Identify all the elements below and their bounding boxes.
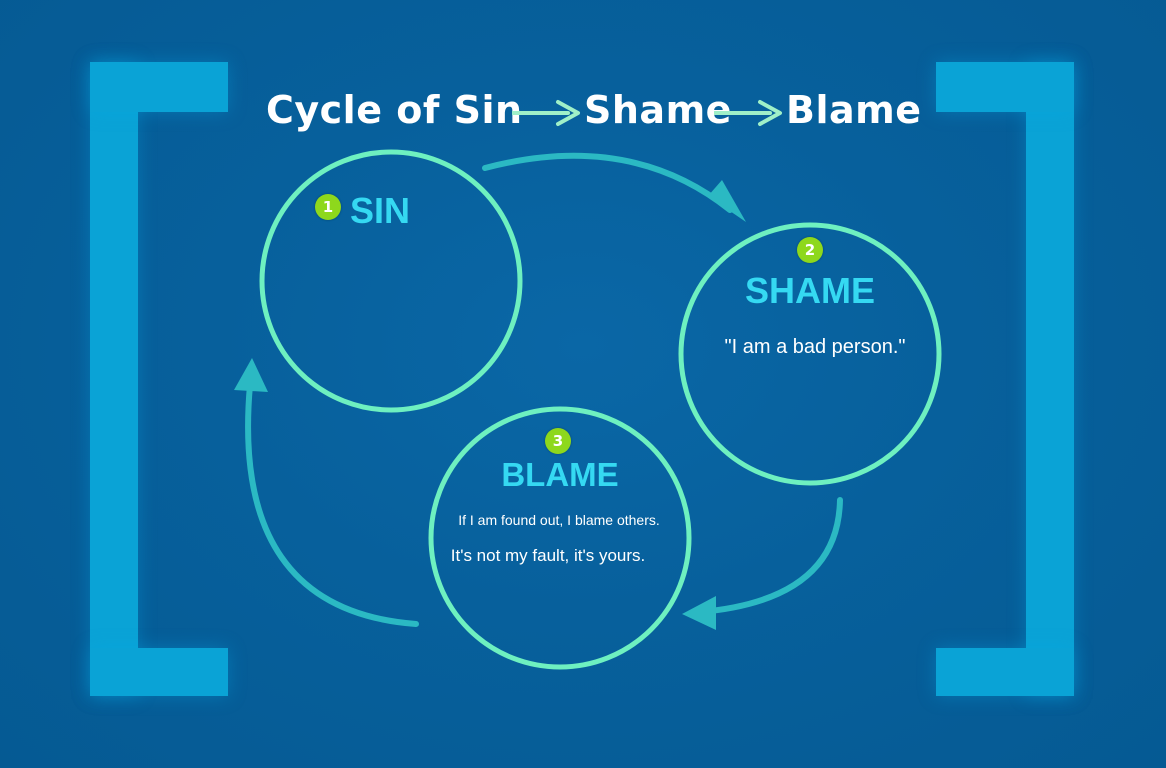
circle-shame <box>678 222 942 486</box>
title-shame: Shame <box>584 88 732 132</box>
badge-sin: 1 <box>315 194 341 220</box>
heading-blame: BLAME <box>501 456 619 493</box>
arrowhead-shame-to-blame-icon <box>682 596 716 630</box>
circle-blame <box>428 406 692 670</box>
shame-quote: "I am a bad person." <box>724 336 906 358</box>
title-blame: Blame <box>786 88 922 132</box>
blame-line-1: If I am found out, I blame others. <box>458 512 660 528</box>
arrowhead-blame-to-sin-icon <box>234 358 268 392</box>
heading-sin: SIN <box>350 190 411 231</box>
arrow-blame-to-sin <box>245 382 419 627</box>
arrowhead-sin-to-shame-icon <box>708 180 746 222</box>
blame-line-2: It's not my fault, it's yours. <box>450 546 646 565</box>
left-bracket-top <box>90 62 228 112</box>
right-bracket-vertical <box>1026 62 1074 696</box>
circle-sin <box>259 149 523 413</box>
right-bracket-top <box>936 62 1074 112</box>
badge-blame: 3 <box>545 428 571 454</box>
left-bracket-vertical <box>90 62 138 696</box>
arrow-shame-to-blame <box>697 497 843 615</box>
heading-shame: SHAME <box>744 270 875 311</box>
arrow-sin-to-shame <box>482 152 733 213</box>
badge-shame: 2 <box>797 237 823 263</box>
title-cycle-of-sin: Cycle of Sin <box>266 88 523 132</box>
title-arrow-2-icon <box>714 100 782 126</box>
right-bracket-bottom <box>936 648 1074 696</box>
diagram-title: Cycle of Sin Shame Blame <box>0 88 1166 144</box>
title-arrow-1-icon <box>512 100 580 126</box>
left-bracket-bottom <box>90 648 228 696</box>
